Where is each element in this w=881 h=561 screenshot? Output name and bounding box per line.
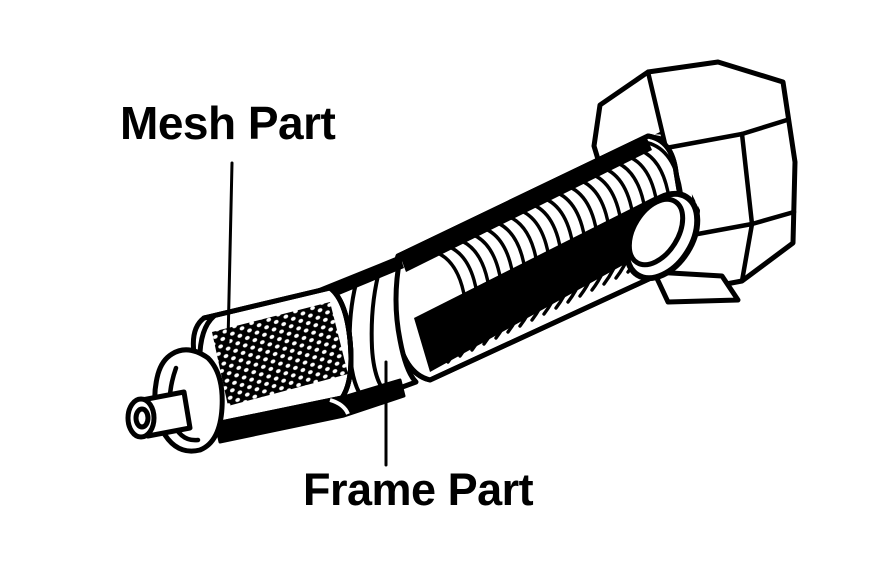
callout-leaders: [226, 161, 388, 467]
lower-tab: [651, 269, 741, 305]
lower-tab-outline: [651, 269, 741, 305]
side-port: [623, 190, 701, 282]
nose-tip: [125, 389, 193, 440]
mesh-end-band: [328, 286, 354, 400]
callout-label-mesh-part: Mesh Part: [120, 97, 336, 149]
frame-rail-slot: [329, 398, 350, 415]
frame-rail: [214, 378, 406, 444]
collar-shadow: [318, 256, 404, 302]
hex-facet-edge-4: [739, 131, 755, 284]
leader-mesh-part: [226, 161, 234, 344]
thread-crests: [408, 132, 700, 364]
nose-cap-bore: [133, 406, 151, 430]
barrel-shadow-lower: [414, 196, 672, 372]
frame-rail-body: [214, 378, 406, 444]
collar-ring-3: [369, 266, 390, 398]
callout-label-frame-part: Frame Part: [303, 464, 534, 515]
side-port-bore: [626, 196, 686, 268]
